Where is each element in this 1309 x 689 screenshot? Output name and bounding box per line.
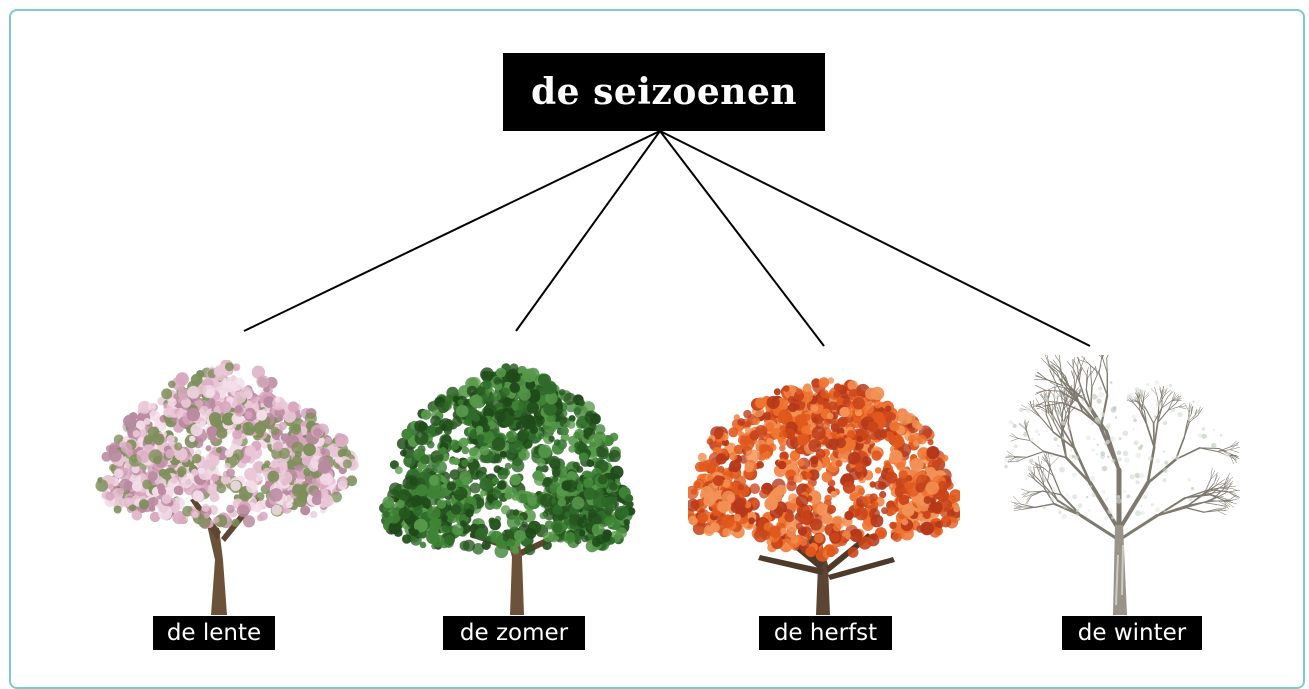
connector-line-zomer: [516, 131, 660, 331]
winter-branches: [1005, 355, 1240, 540]
summer-tree-image: [378, 362, 636, 615]
spring-foliage: [96, 360, 359, 529]
autumn-foliage: [688, 377, 960, 561]
spring-tree-image: [95, 360, 360, 615]
season-label-herfst: de herfst: [759, 616, 892, 650]
season-label-zomer: de zomer: [443, 616, 585, 650]
diagram-title: de seizoenen: [503, 53, 825, 131]
winter-tree-image: [985, 355, 1240, 615]
winter-trunk: [1113, 525, 1127, 615]
connector-line-winter: [660, 131, 1090, 346]
autumn-tree-image: [688, 375, 960, 615]
connector-line-lente: [244, 131, 660, 331]
summer-foliage: [379, 363, 635, 558]
season-label-winter: de winter: [1062, 616, 1202, 650]
season-label-lente: de lente: [153, 616, 275, 650]
connector-line-herfst: [660, 131, 824, 346]
